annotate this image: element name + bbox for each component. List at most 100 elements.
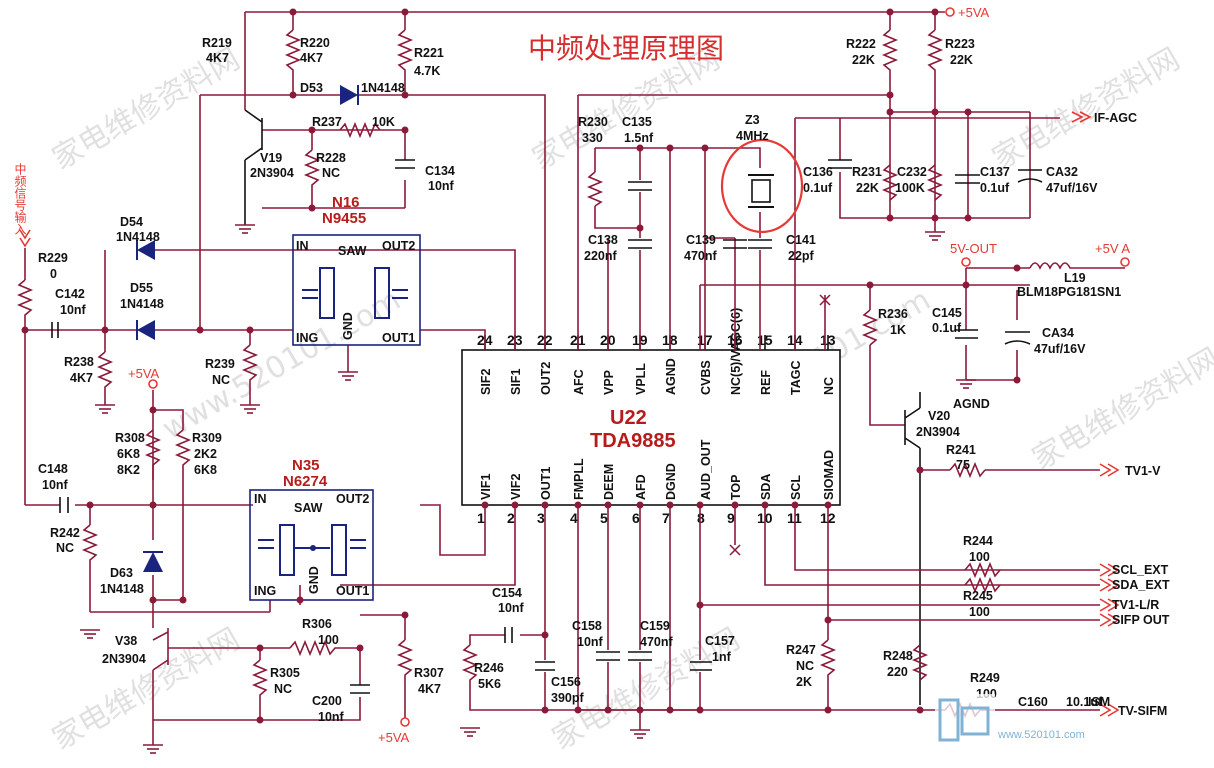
svg-text:C159: C159	[640, 619, 670, 633]
ic-pin-number: 5	[600, 510, 608, 526]
svg-text:5V-OUT: 5V-OUT	[950, 241, 997, 256]
svg-text:R306: R306	[302, 617, 332, 631]
c138-symbol	[628, 239, 652, 249]
crystal-z3	[720, 138, 804, 234]
r222-symbol	[881, 29, 899, 78]
svg-text:2K: 2K	[796, 675, 812, 689]
svg-text:R244: R244	[963, 534, 993, 548]
svg-text:C156: C156	[551, 675, 581, 689]
svg-text:22K: 22K	[950, 53, 973, 67]
svg-text:Z3: Z3	[745, 113, 760, 127]
c142-symbol	[51, 322, 59, 338]
saw1-out1: OUT1	[382, 331, 415, 345]
c154-symbol	[504, 627, 513, 643]
ic-pin-number: 4	[570, 510, 578, 526]
svg-text:330: 330	[582, 131, 603, 145]
svg-text:D55: D55	[130, 281, 153, 295]
svg-text:4K7: 4K7	[300, 51, 323, 65]
svg-text:ISM: ISM	[1088, 695, 1110, 709]
svg-text:6K8: 6K8	[194, 463, 217, 477]
saw2-label: SAW	[294, 501, 323, 515]
ic-pin-function: VPP	[602, 370, 616, 395]
ic-pin-number: 13	[820, 332, 836, 348]
r247-symbol	[819, 639, 837, 690]
svg-text:C139: C139	[686, 233, 716, 247]
saw2-in: IN	[254, 492, 267, 506]
ic-pin-number: 8	[697, 510, 705, 526]
svg-text:4K7: 4K7	[206, 51, 229, 65]
svg-text:0.1uf: 0.1uf	[932, 321, 962, 335]
svg-text:R308: R308	[115, 431, 145, 445]
svg-text:R231: R231	[852, 165, 882, 179]
svg-text:R230: R230	[578, 115, 608, 129]
c156-symbol	[535, 661, 555, 671]
svg-text:BLM18PG181SN1: BLM18PG181SN1	[1017, 285, 1121, 299]
svg-text:10nf: 10nf	[428, 179, 455, 193]
svg-text:N35: N35	[292, 457, 320, 474]
svg-text:NC: NC	[212, 373, 230, 387]
r307-symbol	[396, 639, 414, 690]
svg-text:R241: R241	[946, 443, 976, 457]
svg-text:R228: R228	[316, 151, 346, 165]
ic-pin-function: SIOMAD	[822, 450, 836, 500]
ca32-symbol	[1017, 169, 1043, 183]
r305-symbol	[251, 659, 269, 705]
svg-text:R305: R305	[270, 666, 300, 680]
svg-text:4K7: 4K7	[418, 682, 441, 696]
svg-text:100K: 100K	[895, 181, 925, 195]
c136-symbol	[828, 159, 852, 169]
saw2-out2: OUT2	[336, 492, 369, 506]
ic-pin-function: AFC	[572, 369, 586, 395]
svg-text:1nf: 1nf	[712, 650, 732, 664]
svg-text:SCL_EXT: SCL_EXT	[1112, 563, 1169, 577]
signal-arrows	[19, 111, 1120, 717]
c135-symbol	[628, 181, 652, 191]
ic-pin-number: 2	[507, 510, 515, 526]
svg-text:C145: C145	[932, 306, 962, 320]
c139-symbol	[723, 239, 747, 249]
ic-pin-function: DGND	[664, 463, 678, 500]
ic-pin-number: 3	[537, 510, 545, 526]
net-labels: +5VA +5VA +5VA 5V-OUT +5V A AGND IF-AGC …	[128, 5, 1170, 745]
svg-text:N16: N16	[332, 194, 360, 211]
r223-symbol	[926, 29, 944, 78]
r221-symbol	[396, 29, 414, 80]
c141-symbol	[748, 239, 772, 249]
r308-symbol	[144, 429, 162, 480]
r242-symbol	[81, 524, 99, 565]
ic-pin-function: TOP	[729, 475, 743, 500]
ic-pin-function: OUT1	[539, 467, 553, 500]
ic-pin-number: 9	[727, 510, 735, 526]
saw2-gnd: GND	[307, 566, 321, 594]
svg-text:22K: 22K	[852, 53, 875, 67]
svg-text:C148: C148	[38, 462, 68, 476]
d53-symbol	[340, 85, 358, 105]
svg-text:C158: C158	[572, 619, 602, 633]
svg-text:R219: R219	[202, 36, 232, 50]
svg-text:C157: C157	[705, 634, 735, 648]
svg-text:10K: 10K	[372, 115, 395, 129]
ic-pin-function: VIF1	[479, 474, 493, 500]
svg-text:1N4148: 1N4148	[361, 81, 405, 95]
watermark-brand: 家电维修资料网	[1027, 342, 1214, 477]
ic-pin-number: 15	[757, 332, 773, 348]
svg-text:10nf: 10nf	[60, 303, 87, 317]
svg-text:0.1uf: 0.1uf	[803, 181, 833, 195]
svg-text:10.1uf: 10.1uf	[1066, 695, 1103, 709]
svg-text:C141: C141	[786, 233, 816, 247]
ic-pin-function: DEEM	[602, 464, 616, 500]
ic-pin-function: AFD	[634, 474, 648, 500]
svg-text:R307: R307	[414, 666, 444, 680]
ic-bottom-pins: 1VIF12VIF23OUT14FMPLL5DEEM6AFD7DGND8AUD_…	[477, 439, 836, 526]
svg-text:R221: R221	[414, 46, 444, 60]
c158-symbol	[596, 651, 620, 661]
svg-text:1.5nf: 1.5nf	[624, 131, 654, 145]
r237-symbol	[339, 121, 381, 139]
svg-text:CA34: CA34	[1042, 326, 1074, 340]
ic-pin-number: 6	[632, 510, 640, 526]
diodes	[136, 85, 359, 572]
svg-text:75: 75	[956, 458, 970, 472]
svg-text:R246: R246	[474, 661, 504, 675]
